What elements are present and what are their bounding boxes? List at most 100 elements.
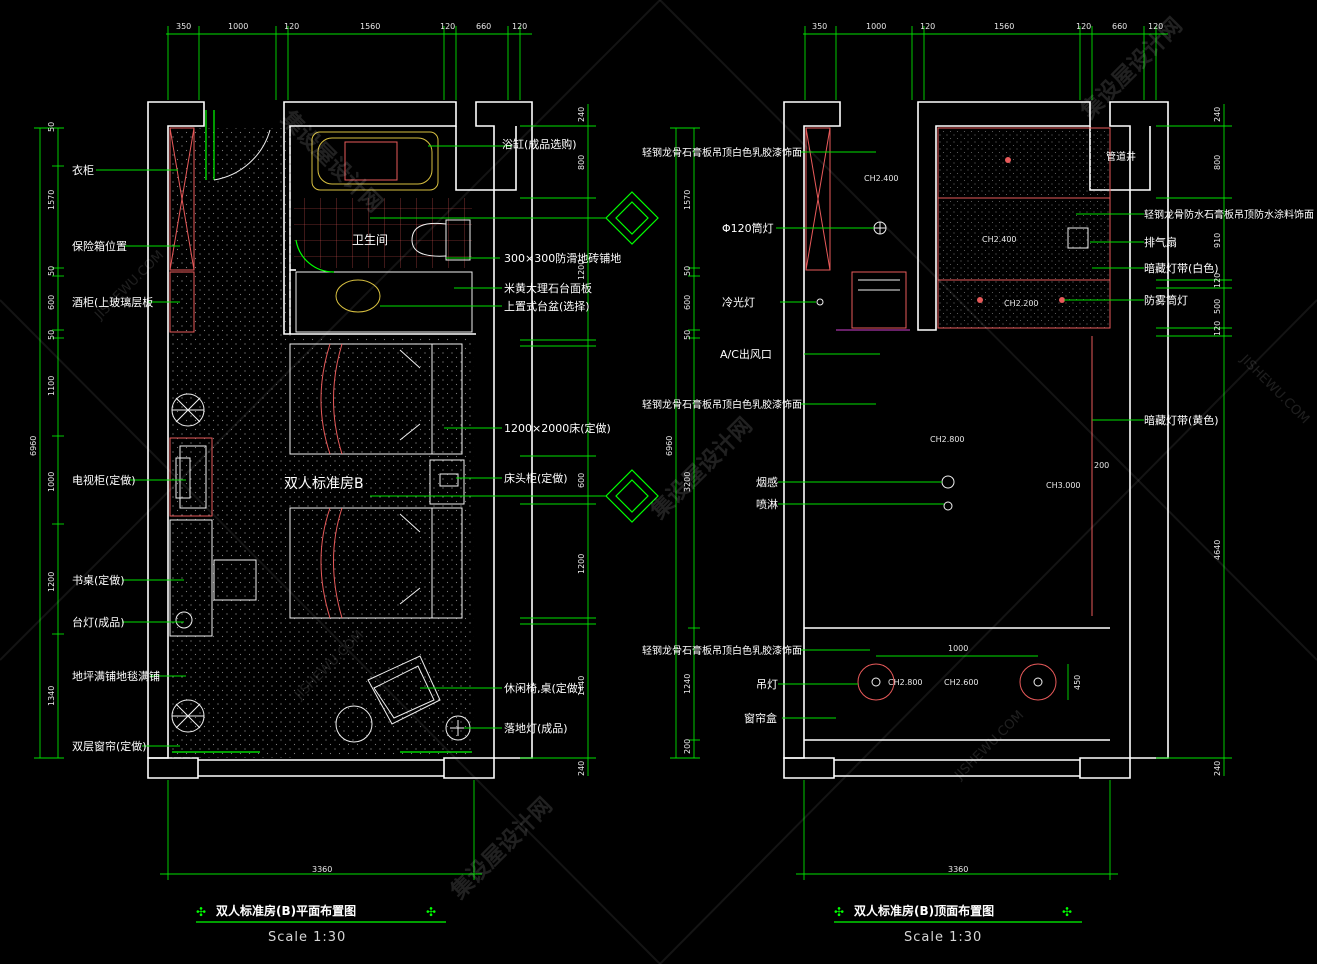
plan-carpet [170, 128, 292, 758]
pendant-lamp-icon [857, 663, 895, 701]
fog-lamp-icon [1005, 157, 1011, 163]
fog-lamp-icon [977, 297, 983, 303]
ceiling-height-7: CH2.600 [944, 678, 979, 687]
cdim-r1: 800 [1213, 155, 1222, 170]
label-chair: 休闲椅,桌(定做) [504, 681, 582, 695]
ceiling-height-4: CH2.800 [930, 435, 965, 444]
cdim-t1: 1000 [866, 22, 886, 31]
desk [169, 519, 257, 637]
watermark-en: JISHEWU.COM [952, 708, 1028, 784]
label-nightstand: 床头柜(定做) [504, 471, 568, 485]
label-marble: 米黄大理石台面板 [504, 281, 592, 295]
label-ceil-c: 轻钢龙骨石膏板吊顶白色乳胶漆饰面 [642, 644, 802, 657]
nightstand [429, 459, 465, 505]
ceiling-title: 双人标准房(B)顶面布置图 [854, 903, 994, 918]
plan-right-dimensions: 240 800 1200 600 1200 1440 240 [520, 104, 596, 776]
dim-t3: 1560 [360, 22, 380, 31]
cdim-l3: 50 [683, 330, 692, 340]
dim-r2: 1200 [577, 260, 586, 280]
cdim-r2: 910 [1213, 233, 1222, 248]
ceiling-scale: Scale 1:30 [904, 930, 982, 945]
dim-r0: 240 [577, 107, 586, 122]
dim-l5: 1100 [47, 376, 56, 396]
label-sprinkler: 喷淋 [756, 498, 778, 511]
dim-r5: 1440 [577, 676, 586, 696]
cdim-r4: 500 [1213, 299, 1222, 314]
fog-lamp-icon [1059, 297, 1065, 303]
plan-carpet-room [290, 336, 474, 756]
label-floorlamp: 落地灯(成品) [504, 722, 568, 735]
elevation-index-icon [370, 191, 659, 523]
label-tile: 300×300防滑地砖铺地 [504, 251, 621, 265]
label-pendant: 吊灯 [756, 678, 778, 691]
plan-left-dimensions: 50 1570 50 600 50 1100 1000 1200 1340 69… [29, 122, 64, 759]
cdim-t5: 660 [1112, 22, 1127, 31]
cdim-t3: 1560 [994, 22, 1014, 31]
plan-title: 双人标准房(B)平面布置图 [216, 903, 356, 918]
label-smoke: 烟感 [756, 475, 778, 489]
plan-bottom-dimension: 3360 [160, 780, 482, 880]
pendant-lamp-icon [1019, 663, 1057, 701]
ceiling-height-6: CH2.800 [888, 678, 923, 687]
cdim-l2: 600 [683, 295, 692, 310]
label-coldlight: 冷光灯 [722, 295, 755, 309]
label-downlight: Φ120筒灯 [722, 221, 774, 235]
dim-t5: 660 [476, 22, 491, 31]
ceiling-title-block: ✣ 双人标准房(B)顶面布置图 ✣ Scale 1:30 [834, 903, 1082, 945]
ceiling-dim-450: 450 [1073, 675, 1082, 690]
label-ceil-a: 轻钢龙骨石膏板吊顶白色乳胶漆饰面 [642, 146, 802, 159]
toilet [411, 219, 471, 261]
label-minibar: 酒柜(上玻璃层板 [72, 295, 153, 309]
watermark-en: JISHEWU.COM [92, 248, 168, 324]
cdim-r5: 120 [1213, 321, 1222, 336]
ornament-icon: ✣ [426, 905, 436, 919]
ornament-icon: ✣ [834, 905, 844, 919]
cdim-l0: 1570 [683, 190, 692, 210]
room-label: 双人标准房B [284, 476, 364, 492]
ceiling-dim-200: 200 [1094, 461, 1109, 470]
dim-r1: 800 [577, 155, 586, 170]
ceiling-height-3: CH2.200 [1004, 299, 1039, 308]
cdim-r7: 240 [1213, 761, 1222, 776]
cdim-l6: 200 [683, 739, 692, 754]
ornament-icon: ✣ [196, 905, 206, 919]
cdim-t6: 120 [1148, 22, 1163, 31]
label-bathtub: 浴缸(成品选购) [502, 137, 577, 151]
bed-2 [289, 507, 463, 619]
ceiling-height-1: CH2.400 [864, 174, 899, 183]
ceiling-right-dimensions: 240 800 910 120 500 120 4640 240 [1156, 104, 1232, 776]
cdim-r6: 4640 [1213, 540, 1222, 560]
plan-width: 3360 [312, 865, 332, 874]
cdim-t2: 120 [920, 22, 935, 31]
bath-label: 卫生间 [352, 233, 388, 247]
label-tv-cabinet: 电视柜(定做) [72, 473, 136, 487]
sprinkler-icon [943, 501, 953, 511]
ceiling-height-2: CH2.400 [982, 235, 1017, 244]
label-ceil-b: 轻钢龙骨石膏板吊顶白色乳胶漆饰面 [642, 398, 802, 411]
vanity [295, 239, 473, 333]
cdim-l5: 1240 [683, 674, 692, 694]
dim-r4: 1200 [577, 554, 586, 574]
cdim-l1: 50 [683, 266, 692, 276]
dim-t6: 120 [512, 22, 527, 31]
cdim-t0: 350 [812, 22, 827, 31]
ceiling-leaders [776, 151, 1144, 719]
dim-l8: 1340 [47, 686, 56, 706]
ceiling-total-height: 6960 [665, 436, 674, 456]
smoke-detector-icon [941, 475, 955, 489]
dim-t2: 120 [284, 22, 299, 31]
watermark-cn: 集设屋设计网 [445, 793, 557, 905]
cdim-r3: 120 [1213, 273, 1222, 288]
dim-t4: 120 [440, 22, 455, 31]
label-basin: 上置式台盆(选择) [504, 299, 590, 313]
label-hidden-yellow: 暗藏灯带(黄色) [1144, 413, 1219, 427]
label-desk: 书桌(定做) [72, 573, 125, 587]
cdim-t4: 120 [1076, 22, 1091, 31]
dim-l7: 1200 [47, 572, 56, 592]
plant-icon [171, 393, 205, 733]
dim-t1: 1000 [228, 22, 248, 31]
bath-ceiling-border [937, 127, 1111, 329]
floor-plan: 350 1000 120 1560 120 660 120 [29, 22, 659, 945]
dim-l1: 1570 [47, 190, 56, 210]
plan-scale: Scale 1:30 [268, 930, 346, 945]
